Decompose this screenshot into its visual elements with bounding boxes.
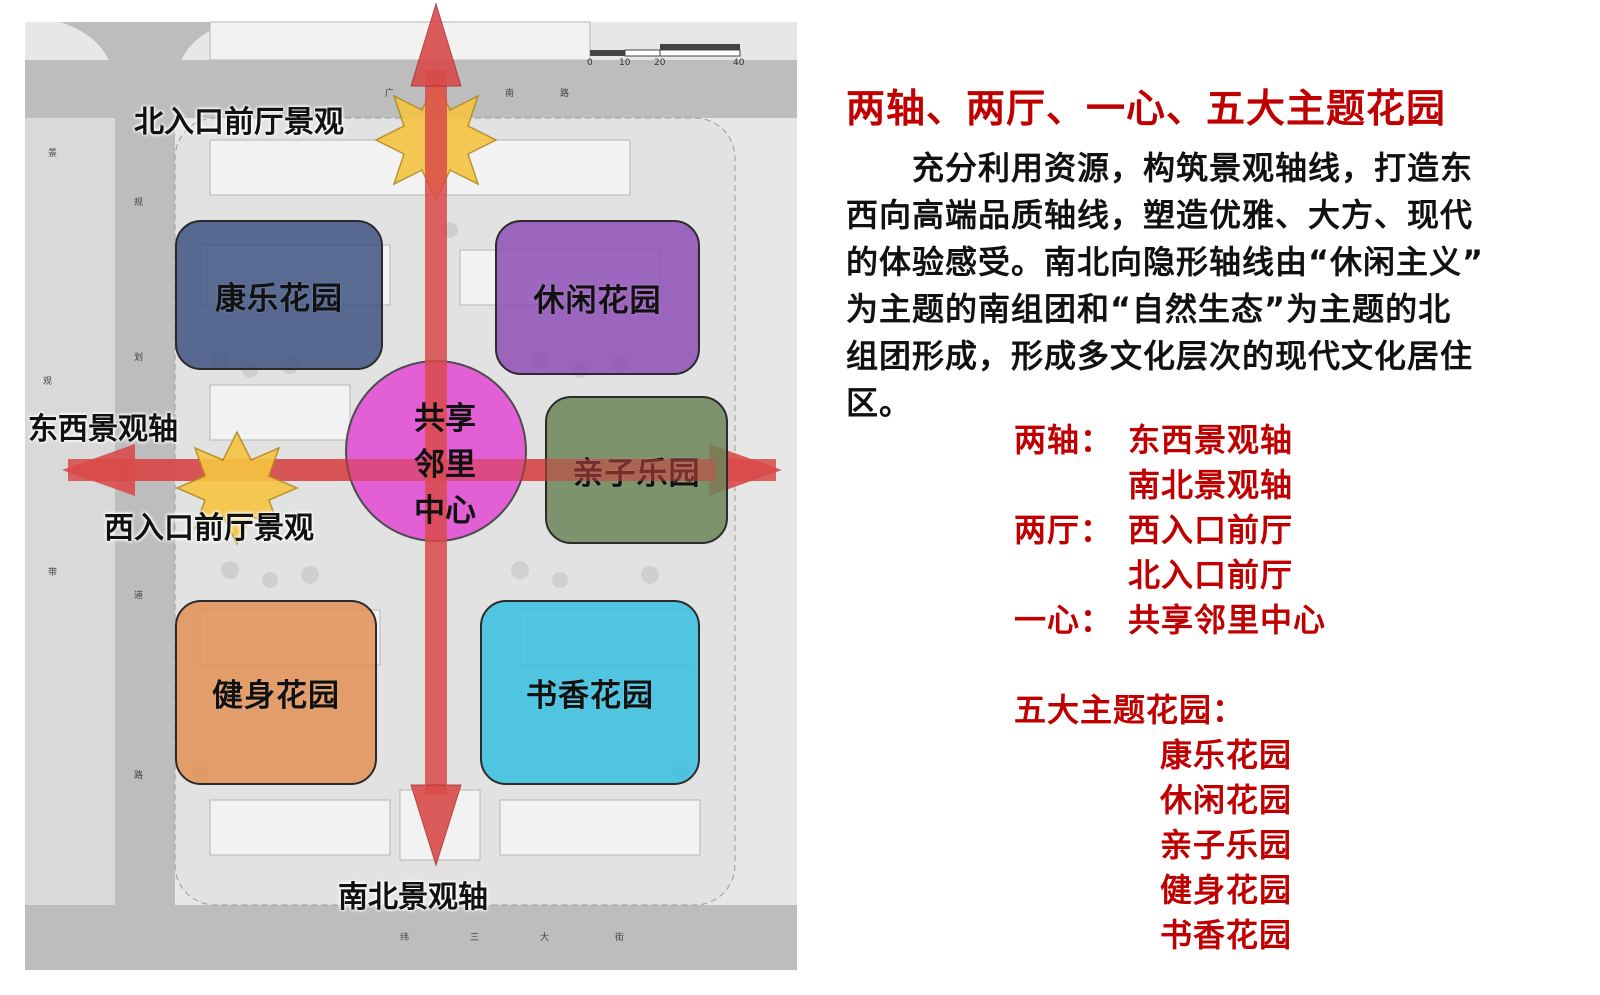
left-green-strip xyxy=(25,118,115,905)
notes-heading: 两轴、两厅、一心、五大主题花园 xyxy=(846,87,1447,132)
zone-shuxiang-garden: 书香花园 xyxy=(480,600,700,785)
heart-item: 共享邻里中心 xyxy=(1128,601,1327,639)
paragraph-line-3: 的体验感受。南北向隐形轴线由“休闲主义” xyxy=(846,243,1485,281)
heart-prefix: 一心： xyxy=(1014,601,1114,639)
center-label-line2: 邻里 xyxy=(414,447,476,483)
garden-item-5: 书香花园 xyxy=(1160,916,1293,954)
paragraph-line-1: 充分利用资源，构筑景观轴线，打造东 xyxy=(846,149,1474,187)
ns-axis-arrow-south xyxy=(410,784,462,867)
axes-item-1: 东西景观轴 xyxy=(1128,421,1294,459)
zone-kangle-label: 康乐花园 xyxy=(215,280,343,317)
building-top xyxy=(209,21,591,61)
center-label-line3: 中心 xyxy=(414,493,476,529)
left-road xyxy=(115,22,175,970)
scale-label-40: 40 xyxy=(733,58,745,68)
left-road-char-2: 划 xyxy=(134,353,144,363)
notes-paragraph: 充分利用资源，构筑景观轴线，打造东 西向高端品质轴线，塑造优雅、大方、现代 的体… xyxy=(846,145,1586,427)
halls-item-2: 北入口前厅 xyxy=(1128,556,1294,594)
top-road-char-3: 路 xyxy=(560,89,570,99)
zone-jianshen-label: 健身花园 xyxy=(212,678,340,714)
building-w xyxy=(209,384,351,441)
site-plan: 康乐花园 休闲花园 亲子乐园 健身花园 书香花园 共享 邻里 中心 北入口前厅景… xyxy=(25,2,797,970)
scale-label-20: 20 xyxy=(654,58,666,68)
zone-xiuxian-garden: 休闲花园 xyxy=(495,220,700,375)
zone-kangle-garden: 康乐花园 xyxy=(175,220,383,370)
ns-axis-label: 南北景观轴 xyxy=(338,880,488,915)
bottom-road-char-4: 街 xyxy=(615,933,625,943)
center-label-line1: 共享 xyxy=(414,401,476,437)
building-s1 xyxy=(209,799,391,856)
ns-axis-arrow-north xyxy=(410,2,462,87)
zone-xiuxian-label: 休闲花园 xyxy=(533,283,662,319)
ew-axis-arrow-west xyxy=(62,444,135,496)
top-road-char-2: 南 xyxy=(505,89,515,99)
building-s2 xyxy=(499,799,701,856)
zone-shuxiang-label: 书香花园 xyxy=(526,678,654,714)
left-road-char-3: 道 xyxy=(134,591,144,601)
paragraph-line-5: 组团形成，形成多文化层次的现代文化居住 xyxy=(846,337,1474,375)
shared-center-label: 共享 邻里 中心 xyxy=(355,396,535,534)
left-strip-char-1: 景 xyxy=(48,149,58,159)
garden-item-1: 康乐花园 xyxy=(1160,736,1293,774)
zone-jianshen-garden: 健身花园 xyxy=(175,600,377,785)
axes-prefix: 两轴： xyxy=(1014,421,1114,459)
bottom-road-char-3: 大 xyxy=(540,933,550,943)
paragraph-line-4: 为主题的南组团和“自然生态”为主题的北 xyxy=(846,290,1452,328)
left-road-char-1: 规 xyxy=(134,198,144,208)
corner-road xyxy=(60,22,230,90)
scale-label-0: 0 xyxy=(587,58,593,68)
west-hall-label: 西入口前厅景观 xyxy=(104,511,314,546)
paragraph-line-6: 区。 xyxy=(846,384,913,422)
left-strip-char-3: 带 xyxy=(48,568,58,578)
north-hall-label: 北入口前厅景观 xyxy=(134,105,344,140)
axes-item-2: 南北景观轴 xyxy=(1128,466,1294,504)
garden-item-4: 健身花园 xyxy=(1160,871,1293,909)
halls-prefix: 两厅： xyxy=(1014,511,1114,549)
halls-item-1: 西入口前厅 xyxy=(1128,511,1294,549)
west-hall-star xyxy=(175,430,299,546)
gardens-heading: 五大主题花园： xyxy=(1014,691,1246,729)
bottom-road-char-2: 三 xyxy=(470,933,480,943)
paragraph-line-2: 西向高端品质轴线，塑造优雅、大方、现代 xyxy=(846,196,1474,234)
garden-item-2: 休闲花园 xyxy=(1160,781,1293,819)
axis-overlay xyxy=(120,2,715,867)
left-road-char-4: 路 xyxy=(134,771,144,781)
ew-axis-label: 东西景观轴 xyxy=(28,412,178,447)
garden-item-3: 亲子乐园 xyxy=(1160,826,1293,864)
left-strip-char-2: 观 xyxy=(43,377,53,387)
bottom-road-char-1: 纬 xyxy=(400,933,410,943)
scale-bar xyxy=(590,44,741,57)
top-road-char-1: 广 xyxy=(385,89,395,99)
ns-axis-line xyxy=(425,70,447,795)
scale-label-10: 10 xyxy=(619,58,631,68)
